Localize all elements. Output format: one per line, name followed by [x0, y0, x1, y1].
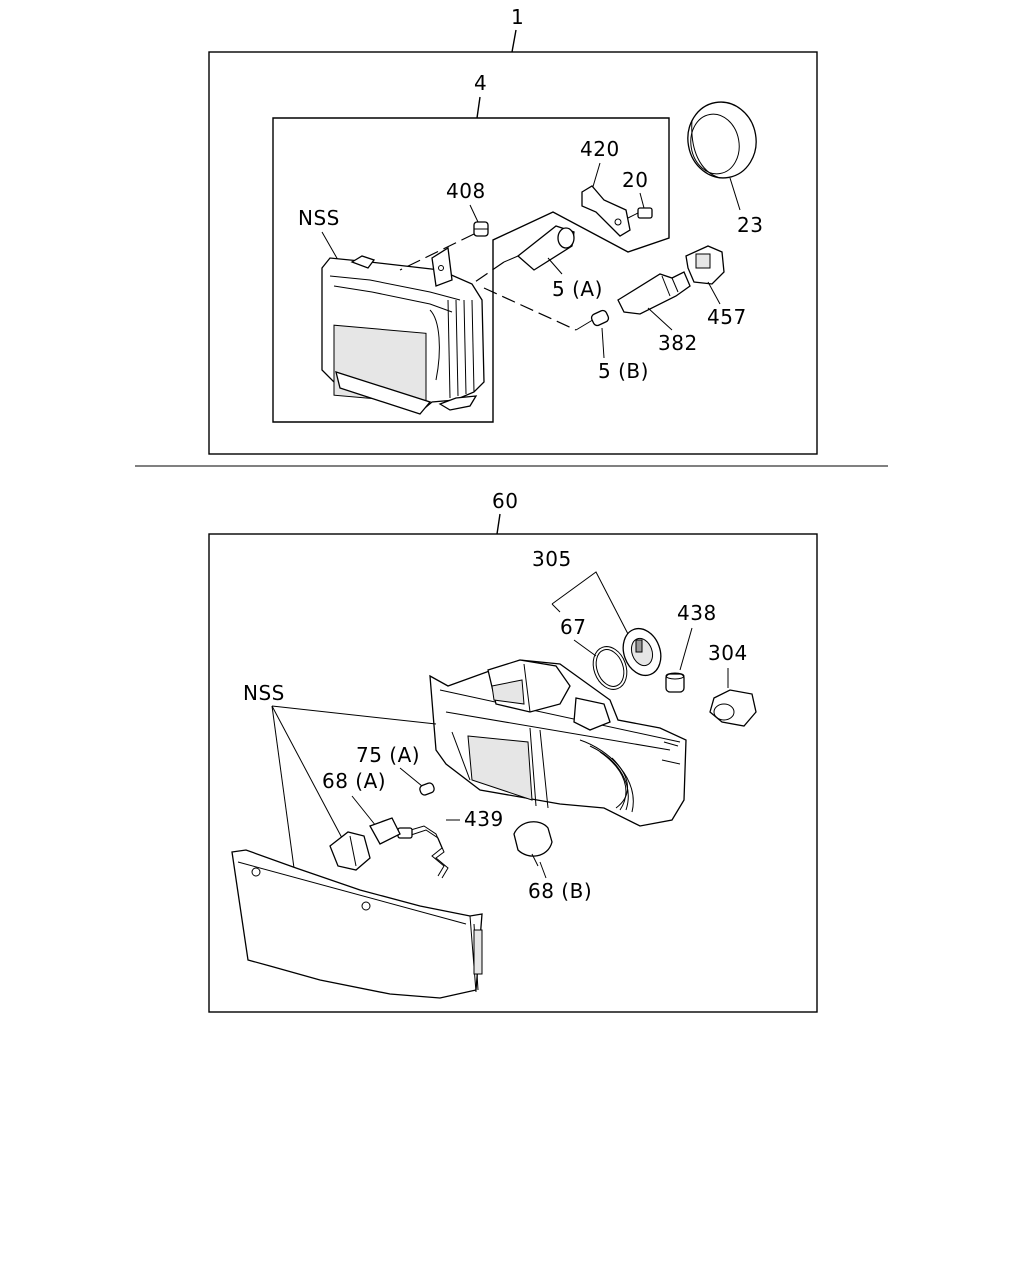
- part-382-label: 382: [658, 331, 698, 355]
- part-305-socket: [622, 627, 662, 677]
- part-438-label: 438: [677, 601, 717, 625]
- bottom-nss-label: NSS: [243, 681, 285, 705]
- part-68a-socket: [329, 817, 401, 871]
- lamp-lens: [231, 849, 483, 999]
- subassembly-4-label: 4: [474, 71, 487, 95]
- top-assembly-frame: [208, 51, 818, 455]
- assembly-60-label: 60: [492, 489, 518, 513]
- part-68a-label: 68 (A): [322, 769, 386, 793]
- part-67-label: 67: [560, 615, 586, 639]
- part-75a-label: 75 (A): [356, 743, 420, 767]
- part-5b-bulb: [590, 309, 610, 327]
- assembly-1-label: 1: [511, 5, 524, 29]
- top-nss-label: NSS: [298, 206, 340, 230]
- part-68b-label: 68 (B): [528, 879, 592, 903]
- bottom-assembly: 60 305 67: [208, 489, 818, 1013]
- part-439-wiring: [397, 825, 449, 879]
- part-382-socket: [617, 271, 691, 315]
- part-420-label: 420: [580, 137, 620, 161]
- part-68b-bulb: [513, 821, 553, 867]
- part-304-label: 304: [708, 641, 748, 665]
- part-67-o-ring: [592, 646, 628, 690]
- part-457-connector: [685, 245, 725, 285]
- part-420-bracket: [581, 185, 631, 237]
- top-assembly: 1 4 NSS 408: [208, 5, 818, 455]
- part-23-label: 23: [737, 213, 763, 237]
- part-5a-bulb: [471, 225, 575, 285]
- part-20-label: 20: [622, 168, 648, 192]
- part-304-socket: [709, 689, 757, 727]
- part-457-label: 457: [707, 305, 747, 329]
- part-5b-label: 5 (B): [598, 359, 649, 383]
- part-20-screw: [627, 207, 653, 219]
- subassembly-4-frame: [272, 117, 670, 423]
- part-439-label: 439: [464, 807, 504, 831]
- headlamp-unit: [321, 246, 485, 415]
- part-75a-bulb: [419, 782, 435, 796]
- bottom-assembly-frame: [208, 533, 818, 1013]
- part-5a-label: 5 (A): [552, 277, 603, 301]
- part-408-label: 408: [446, 179, 486, 203]
- part-438-cap: [665, 672, 685, 693]
- part-305-label: 305: [532, 547, 572, 571]
- part-23-ring: [687, 101, 757, 179]
- lamp-housing: [429, 659, 687, 827]
- part-408-nut: [399, 221, 489, 271]
